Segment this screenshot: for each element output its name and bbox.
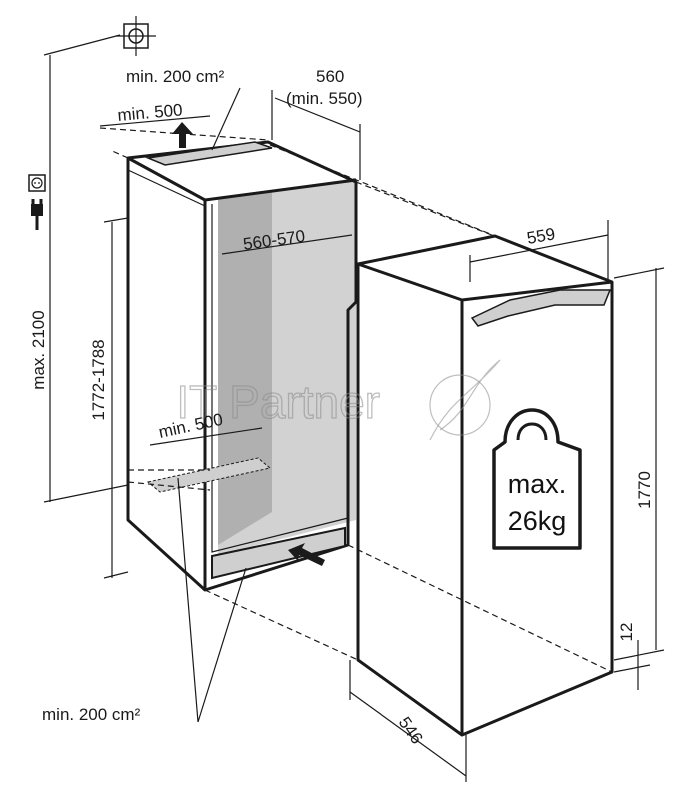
label-niche-depth: 560: [316, 67, 344, 86]
label-max-load-line1: max.: [508, 469, 567, 499]
weight-icon: [492, 408, 582, 550]
label-bottom-vent-area: min. 200 cm²: [42, 705, 141, 724]
appliance-top-vent: [470, 289, 612, 327]
label-max-height: max. 2100: [29, 310, 48, 389]
label-appliance-width: 559: [525, 224, 556, 248]
label-niche-depth-min: (min. 550): [286, 89, 363, 108]
label-appliance-height: 1770: [635, 471, 654, 509]
niche-cabinet: [126, 140, 358, 592]
niche-front-opening: [127, 156, 357, 590]
label-top-vent-depth: min. 500: [117, 100, 184, 125]
watermark-text: IT Partner: [176, 376, 380, 428]
appliance-outline: [356, 234, 614, 737]
arrow-up-icon: [172, 122, 193, 148]
niche-side-shade: [218, 192, 272, 545]
label-top-vent-area: min. 200 cm²: [126, 67, 225, 86]
crosshair-icon: [116, 16, 156, 56]
arrow-in-icon: [288, 543, 325, 566]
watermark: IT Partner: [176, 359, 501, 441]
label-max-load-line2: 26kg: [508, 506, 567, 536]
bottom-plinth-vent: [211, 526, 346, 580]
niche-outline: [126, 140, 358, 592]
label-plinth-gap: 12: [617, 623, 636, 642]
dimension-lines: [43, 34, 665, 782]
appliance: [356, 234, 614, 737]
label-appliance-depth: 546: [395, 713, 427, 747]
plug-icon: [31, 199, 43, 230]
top-vent: [145, 141, 273, 166]
socket-icon: [28, 174, 46, 192]
label-niche-height: 1772-1788: [89, 339, 108, 420]
